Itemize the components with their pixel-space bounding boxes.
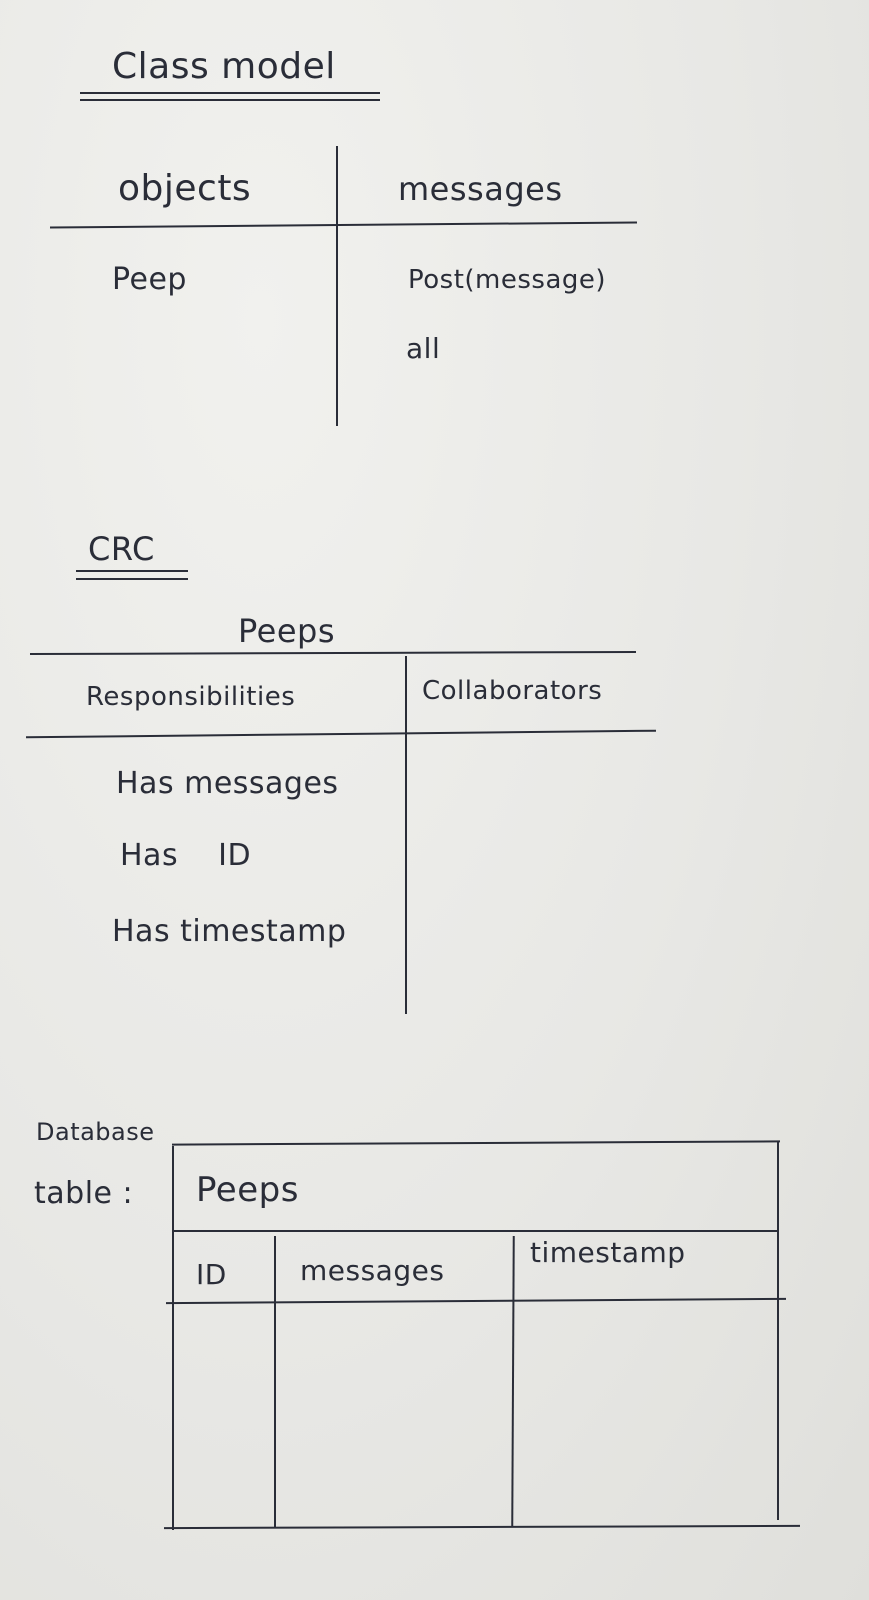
message-post: Post(message) xyxy=(408,265,607,295)
class-model-header-rule xyxy=(50,221,637,229)
database-label: Database xyxy=(36,1118,155,1146)
db-column-header-id: ID xyxy=(196,1258,227,1291)
crc-underline-top xyxy=(76,570,188,572)
crc-column-divider xyxy=(405,656,407,1014)
collaborators-header: Collaborators xyxy=(422,676,603,706)
objects-header: objects xyxy=(118,168,252,209)
responsibility-item: Has messages xyxy=(116,766,339,801)
class-model-underline-top xyxy=(80,92,380,94)
table-column-divider xyxy=(274,1236,276,1528)
db-table-name: Peeps xyxy=(196,1170,299,1210)
db-column-header-messages: messages xyxy=(300,1254,445,1287)
class-model-heading: Class model xyxy=(112,46,336,87)
db-column-header-timestamp: timestamp xyxy=(530,1236,686,1269)
crc-heading: CRC xyxy=(88,530,155,568)
responsibility-item: Has ID xyxy=(120,838,252,873)
table-bottom-border xyxy=(163,1524,801,1530)
table-top-border xyxy=(171,1140,781,1146)
table-right-border xyxy=(777,1142,779,1520)
table-left-border xyxy=(172,1146,174,1530)
class-model-column-divider xyxy=(336,146,338,426)
crc-header-rule xyxy=(26,729,656,739)
message-all: all xyxy=(406,332,441,365)
crc-underline-bottom xyxy=(76,578,188,580)
table-header-rule xyxy=(166,1297,786,1305)
responsibilities-header: Responsibilities xyxy=(86,682,296,712)
responsibility-item: Has timestamp xyxy=(112,914,347,949)
table-label: table : xyxy=(34,1176,134,1211)
table-column-divider xyxy=(511,1235,515,1527)
class-model-underline-bottom xyxy=(80,99,380,101)
crc-card-title: Peeps xyxy=(238,612,336,650)
table-name-rule xyxy=(172,1230,778,1232)
crc-title-rule xyxy=(29,650,637,656)
object-peep: Peep xyxy=(112,262,187,297)
messages-header: messages xyxy=(398,170,563,208)
